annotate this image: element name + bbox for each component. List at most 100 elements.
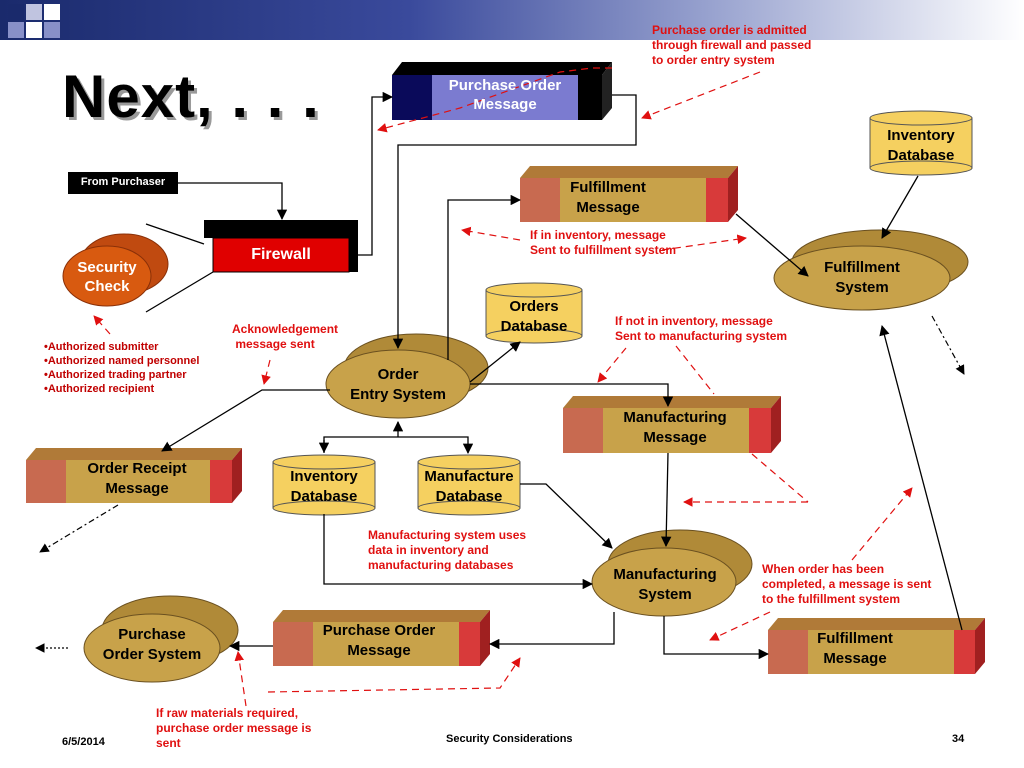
fulfillment-system-line-1: Fulfillment xyxy=(824,259,900,276)
manufacturing-msg-label: Manufacturing Message xyxy=(600,408,750,448)
arrow-fulfillmsg-fulfillsys-b xyxy=(879,324,963,631)
corner-square xyxy=(26,22,42,38)
po-message-top-label: Purchase Order Message xyxy=(432,76,578,114)
note-completed-line-3: to the fulfillment system xyxy=(762,592,901,606)
note-raw-materials-line-1: If raw materials required, xyxy=(156,706,299,720)
corner-square xyxy=(8,22,24,38)
arrow-orderentry-receipt xyxy=(161,389,330,452)
purchase-order-system-shape xyxy=(83,595,239,683)
footer-title: Security Considerations xyxy=(446,733,573,745)
red-arrow-ack xyxy=(261,359,271,385)
orders-db-label: Orders Database xyxy=(486,297,582,337)
red-arrow-raw-b xyxy=(267,657,521,693)
slide-title: Next, . . . xyxy=(62,63,320,130)
header-bar xyxy=(0,0,1024,40)
note-not-in-inventory: If not in inventory, message Sent to man… xyxy=(615,314,787,344)
red-arrow-raw-a xyxy=(234,651,247,707)
security-bullet: •Authorized trading partner xyxy=(44,369,187,381)
note-admitted: Purchase order is admitted through firew… xyxy=(652,23,811,68)
note-mfg-uses-line-3: manufacturing databases xyxy=(368,558,514,572)
inventory-db-mid-shape xyxy=(272,454,376,516)
note-mfg-uses: Manufacturing system uses data in invent… xyxy=(368,528,526,573)
arrow-mfgdb-mfgsys xyxy=(520,483,613,549)
red-line-mfgmsg xyxy=(751,453,809,503)
order-receipt-label: Order Receipt Message xyxy=(64,459,210,499)
inventory-db-mid-line-2: Database xyxy=(290,488,358,505)
red-arrow-completed-a xyxy=(851,487,913,561)
order-entry-line-1: Order xyxy=(377,366,419,383)
fulfillment-msg-top-line-2: Message xyxy=(576,199,640,216)
arrow-orderentry-mfgdb xyxy=(323,436,474,455)
note-in-inventory: If in inventory, message Sent to fulfill… xyxy=(530,228,676,258)
fulfillment-system-line-2: System xyxy=(835,279,889,296)
note-raw-materials-line-2: purchase order message is xyxy=(156,721,312,735)
manufacturing-msg-line-1: Manufacturing xyxy=(623,409,727,426)
fulfillment-msg-bottom-label: Fulfillment Message xyxy=(784,629,926,669)
manufacture-db-line-1: Manufacture xyxy=(424,468,514,485)
orders-db-line-2: Database xyxy=(500,318,568,335)
firewall-label: Firewall xyxy=(251,246,311,263)
manufacture-db-label: Manufacture Database xyxy=(418,467,520,507)
note-ack-line-1: Acknowledgement xyxy=(232,322,339,336)
order-entry-label: Order Entry System xyxy=(330,365,466,405)
security-bullet-list: •Authorized submitter •Authorized named … xyxy=(44,340,199,396)
arrow-receipt-out xyxy=(39,504,119,553)
note-raw-materials-line-3: sent xyxy=(156,736,181,750)
manufacture-db-line-2: Database xyxy=(435,488,503,505)
arrow-mfgsys-fulfillmsg xyxy=(663,616,770,660)
arrow-mfgmsg-mfgsys xyxy=(661,452,672,548)
note-ack-line-2: message sent xyxy=(232,337,315,351)
arrow-invdb-fulfillsys xyxy=(881,175,919,239)
red-arrow-admitted-b xyxy=(641,71,761,120)
security-bullet: •Authorized recipient xyxy=(44,383,155,395)
note-not-in-inventory-line-2: Sent to manufacturing system xyxy=(615,329,788,343)
order-entry-line-2: Entry System xyxy=(350,386,446,403)
note-admitted-line-3: to order entry system xyxy=(652,53,775,67)
arrow-orderentry-ordersdb xyxy=(469,341,521,383)
po-message-bottom-line-1: Purchase Order xyxy=(322,622,436,639)
security-check-label: Security Check xyxy=(63,258,151,296)
from-purchaser-box xyxy=(68,172,178,194)
line-security-firewall-a xyxy=(145,223,205,245)
manufacturing-system-shape xyxy=(591,529,753,617)
note-completed-line-2: completed, a message is sent xyxy=(762,577,932,591)
arrow-orderentry-fulfillmsg xyxy=(447,194,522,360)
fulfillment-msg-bottom-line-1: Fulfillment xyxy=(817,630,893,647)
note-completed-line-1: When order has been xyxy=(762,562,885,576)
arrow-orderentry-mfgmsg xyxy=(470,383,674,408)
fulfillment-msg-bottom-shape xyxy=(768,618,985,674)
manufacturing-system-label: Manufacturing System xyxy=(592,565,738,605)
po-message-bottom-shape xyxy=(273,610,490,666)
red-arrow-security xyxy=(93,315,111,335)
po-message-bottom-line-2: Message xyxy=(347,642,411,659)
security-check-shape xyxy=(62,233,169,307)
note-not-in-inventory-line-1: If not in inventory, message xyxy=(615,314,773,328)
purchase-order-system-label: Purchase Order System xyxy=(82,625,222,665)
orders-db-shape xyxy=(485,282,583,344)
inventory-db-mid-label: Inventory Database xyxy=(273,467,375,507)
note-mfg-uses-line-2: data in inventory and xyxy=(368,543,489,557)
fulfillment-msg-top-label: Fulfillment Message xyxy=(540,178,676,218)
order-entry-shape xyxy=(325,333,489,419)
note-in-inventory-line-2: Sent to fulfillment system xyxy=(530,243,677,257)
inventory-db-right-line-1: Inventory xyxy=(887,127,955,144)
manufacture-db-shape xyxy=(417,454,521,516)
footer-date: 6/5/2014 xyxy=(62,736,105,748)
note-in-inventory-line-1: If in inventory, message xyxy=(530,228,666,242)
note-admitted-line-1: Purchase order is admitted xyxy=(652,23,807,37)
order-receipt-line-1: Order Receipt xyxy=(87,460,187,477)
purchase-order-system-line-2: Order System xyxy=(102,646,202,663)
line-security-firewall-b xyxy=(145,271,214,313)
inventory-db-right-shape xyxy=(869,110,973,176)
security-check-line-2: Check xyxy=(84,278,130,295)
order-receipt-line-2: Message xyxy=(105,480,169,497)
po-message-top-shape xyxy=(392,62,612,120)
po-message-top-line-2: Message xyxy=(473,96,537,113)
arrow-firewall-po xyxy=(358,91,394,256)
security-bullet: •Authorized submitter xyxy=(44,341,159,353)
red-arrow-admitted-a xyxy=(377,67,612,133)
arrow-invdb-mfgsys xyxy=(323,514,594,590)
from-purchaser-label: From Purchaser xyxy=(80,176,166,188)
arrow-fulfillmsg-fulfillsys xyxy=(735,213,809,277)
